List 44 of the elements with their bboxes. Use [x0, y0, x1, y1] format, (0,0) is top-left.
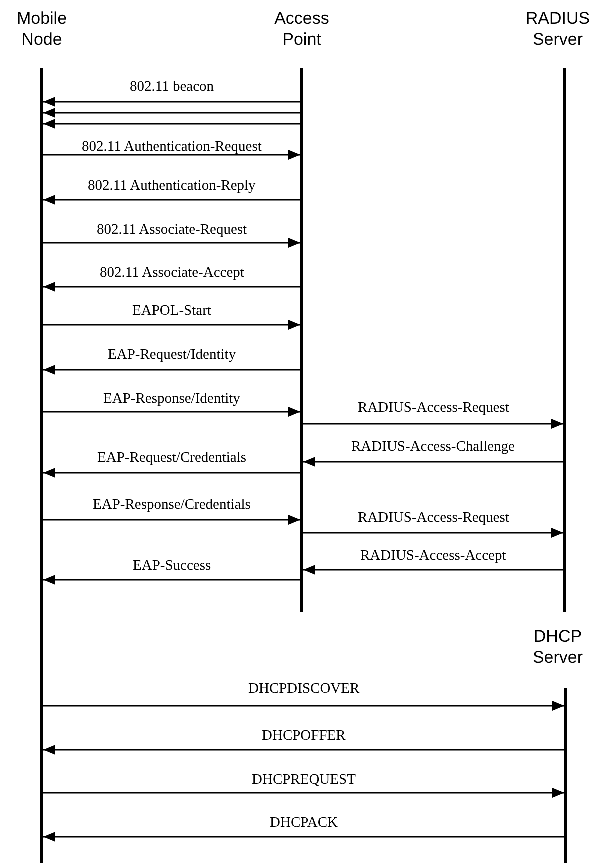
message-label: EAP-Response/Credentials [93, 497, 251, 513]
message-arrow [44, 282, 300, 292]
participant-heading: Mobile Node [16, 8, 68, 50]
message-label: RADIUS-Access-Request [358, 510, 510, 526]
participant-heading: Access Point [274, 8, 330, 50]
message-arrow [44, 108, 300, 118]
message-arrow [304, 565, 564, 575]
message-arrow [44, 119, 300, 129]
message-arrow [44, 320, 300, 330]
message-label: DHCPREQUEST [252, 772, 356, 788]
message-label: EAP-Request/Credentials [98, 450, 247, 466]
message-label: DHCPDISCOVER [248, 681, 360, 697]
participant-heading: RADIUS Server [524, 8, 592, 50]
message-label: RADIUS-Access-Request [358, 400, 510, 416]
message-label: 802.11 Associate-Accept [100, 265, 244, 281]
message-label: 802.11 beacon [130, 79, 214, 95]
message-arrow [44, 407, 300, 417]
message-label: EAP-Request/Identity [108, 347, 236, 363]
message-label: EAP-Success [133, 558, 212, 574]
message-arrow [44, 515, 300, 525]
message-arrow [44, 575, 300, 585]
message-arrow [44, 745, 564, 755]
message-label: RADIUS-Access-Accept [360, 548, 506, 564]
message-label: 802.11 Associate-Request [97, 222, 248, 238]
message-label: EAP-Response/Identity [104, 391, 240, 407]
message-arrow [44, 150, 300, 160]
message-arrow [44, 97, 300, 107]
message-arrow [304, 419, 564, 429]
message-label: 802.11 Authentication-Request [82, 139, 262, 155]
message-arrow [44, 788, 564, 798]
message-label: DHCPACK [270, 815, 338, 831]
message-arrow [44, 365, 300, 375]
message-arrow [44, 238, 300, 248]
message-label: DHCPOFFER [262, 728, 346, 744]
message-arrow [304, 528, 564, 538]
message-arrow [44, 195, 300, 205]
message-arrow [44, 701, 564, 711]
message-arrow [44, 832, 564, 842]
message-label: 802.11 Authentication-Reply [88, 178, 256, 194]
message-label: EAPOL-Start [132, 303, 212, 319]
participant-heading: DHCP Server [532, 626, 584, 668]
message-label: RADIUS-Access-Challenge [352, 439, 515, 455]
message-arrow [44, 468, 300, 478]
message-arrow [304, 457, 564, 467]
